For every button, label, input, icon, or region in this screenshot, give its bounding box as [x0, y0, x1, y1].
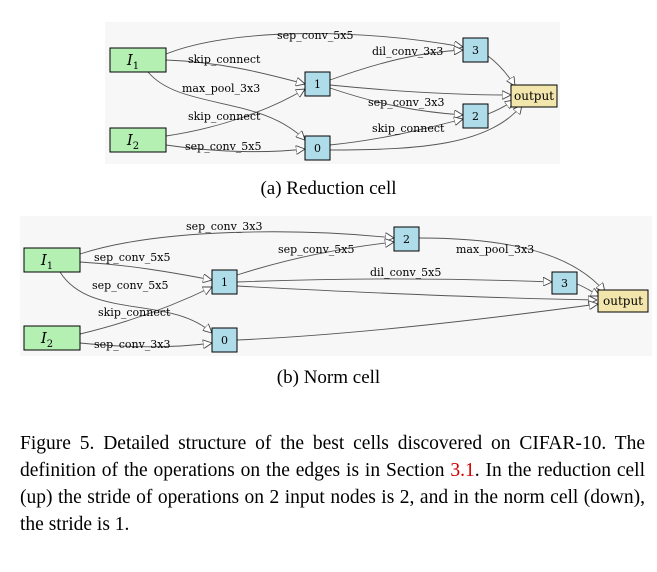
svg-text:1: 1 — [221, 276, 228, 289]
reduction-node-1: 1 — [304, 71, 331, 97]
edge-in1-to-n3 — [165, 33, 463, 55]
svg-text:I1: I1 — [126, 51, 139, 72]
edge-n1-to-output — [236, 285, 597, 300]
svg-text:3: 3 — [472, 44, 479, 57]
reduction-cell-diagram: sep_conv_5x5 skip_connect max_pool_3x3 s… — [109, 29, 558, 161]
reduction-node-2: 2 — [462, 103, 489, 129]
edge-label-in2-n1: skip_connect — [98, 306, 171, 319]
edge-label-n1-n2: sep_conv_3x3 — [368, 96, 444, 109]
svg-text:I2: I2 — [40, 329, 53, 350]
edge-in2-to-n1 — [165, 89, 305, 137]
edge-in1-to-n2 — [79, 231, 394, 255]
svg-text:I1: I1 — [40, 251, 53, 272]
edge-n0-to-output — [236, 304, 598, 341]
section-reference-link[interactable]: 3.1 — [450, 460, 475, 481]
edge-n3-to-output — [576, 283, 600, 296]
norm-output-node: output — [597, 289, 649, 313]
edge-n3-to-output — [487, 55, 515, 86]
svg-text:0: 0 — [221, 334, 228, 347]
figure-caption-text-end: . In the reduction cell (up) the stride … — [20, 460, 646, 535]
reduction-output-node: output — [510, 84, 558, 108]
norm-node-2: 2 — [393, 226, 420, 252]
edge-n1-to-n3 — [236, 279, 552, 282]
edge-label-in1-n1: sep_conv_5x5 — [94, 251, 170, 264]
edge-label-in2-n0: sep_conv_5x5 — [185, 140, 261, 153]
norm-node-3: 3 — [551, 271, 578, 295]
edge-label-n1-n3: dil_conv_5x5 — [370, 266, 441, 279]
edge-label-n0-n2: skip_connect — [372, 122, 445, 135]
norm-input-node-1: I1 — [23, 247, 81, 273]
svg-text:1: 1 — [314, 78, 321, 91]
edge-in2-to-n0 — [79, 343, 212, 347]
norm-cell-caption: (b) Norm cell — [276, 367, 381, 388]
svg-text:2: 2 — [403, 233, 410, 246]
norm-node-1: 1 — [211, 269, 238, 295]
svg-text:3: 3 — [561, 277, 568, 290]
svg-text:I2: I2 — [126, 131, 139, 152]
figure-caption-text: Figure 5. Detailed structure of the best… — [20, 433, 645, 481]
edge-n2-to-output — [487, 100, 514, 115]
edge-in1-to-n0 — [147, 71, 305, 140]
svg-text:output: output — [603, 294, 643, 308]
edge-in1-to-n1 — [79, 261, 212, 280]
edge-label-n1-n2: sep_conv_5x5 — [278, 243, 354, 256]
edge-in1-to-n1 — [165, 59, 305, 84]
edge-label-in1-n0: max_pool_3x3 — [182, 82, 260, 95]
edge-n0-to-n2 — [329, 119, 463, 146]
edge-label-n1-n3: dil_conv_3x3 — [372, 45, 443, 58]
reduction-node-0: 0 — [304, 135, 331, 161]
reduction-cell-caption: (a) Reduction cell — [260, 178, 397, 199]
edge-n0-to-output — [329, 105, 522, 151]
edge-label-in1-n2: sep_conv_3x3 — [186, 220, 262, 233]
figure-caption: Figure 5. Detailed structure of the best… — [20, 430, 645, 538]
edge-label-in1-n0: sep_conv_5x5 — [92, 279, 168, 292]
reduction-input-node-2: I2 — [109, 127, 167, 153]
svg-text:0: 0 — [314, 142, 321, 155]
edge-n1-to-n2 — [236, 242, 394, 276]
edge-label-in1-n3: sep_conv_5x5 — [277, 29, 353, 42]
edge-n2-to-output — [418, 237, 605, 292]
edge-label-in2-n0: sep_conv_3x3 — [94, 338, 170, 351]
edge-label-in2-n1: skip_connect — [188, 110, 261, 123]
svg-text:output: output — [514, 89, 554, 103]
svg-text:2: 2 — [472, 110, 479, 123]
edge-n1-to-n2 — [329, 87, 463, 115]
edge-in2-to-n1 — [79, 287, 212, 335]
edge-n1-to-n3 — [329, 50, 463, 81]
reduction-node-3: 3 — [462, 37, 489, 63]
norm-cell-diagram: sep_conv_3x3 sep_conv_5x5 sep_conv_5x5 s… — [23, 220, 649, 353]
edge-n1-to-output — [329, 84, 511, 95]
norm-input-node-2: I2 — [23, 325, 81, 351]
norm-node-0: 0 — [211, 327, 238, 353]
reduction-input-node-1: I1 — [109, 47, 167, 73]
edge-label-n2-out: max_pool_3x3 — [456, 243, 534, 256]
edge-in1-to-n0 — [59, 271, 212, 333]
edge-label-in1-n1: skip_connect — [188, 53, 261, 66]
edge-in2-to-n0 — [165, 144, 305, 152]
